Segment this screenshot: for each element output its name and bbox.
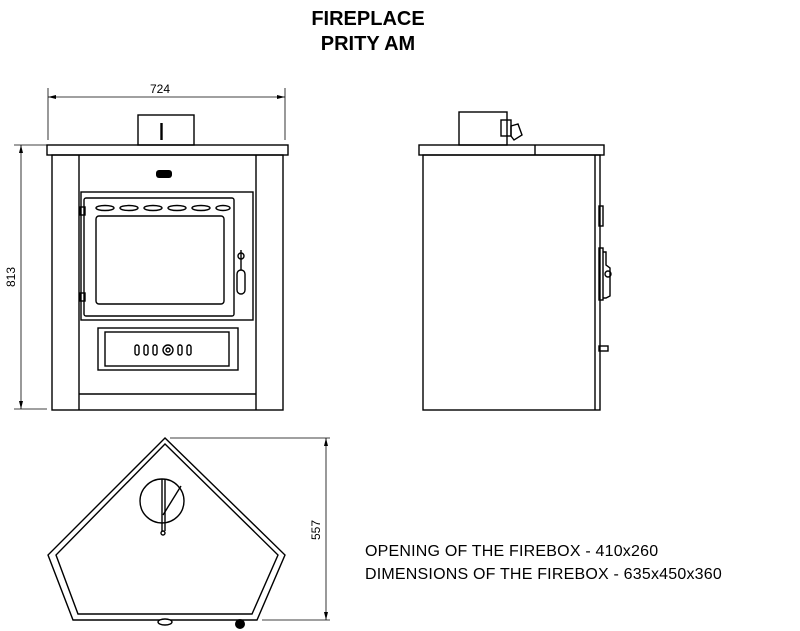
door (83, 197, 235, 317)
firebox-dimensions-note: DIMENSIONS OF THE FIREBOX - 635x450x360 (365, 566, 722, 583)
air-regulator (134, 344, 192, 356)
width-dimension-label: 724 (150, 82, 170, 96)
title-line-1: FIREPLACE (311, 8, 425, 30)
top-outline (47, 437, 286, 621)
side-handle (603, 251, 611, 299)
ash-drawer (104, 331, 230, 367)
control-badge (156, 170, 172, 178)
firebox-opening-note: OPENING OF THE FIREBOX - 410x260 (365, 543, 659, 560)
side-body (422, 154, 601, 411)
top-plate (46, 144, 289, 156)
depth-dimension-label: 557 (309, 520, 323, 540)
door-handle (236, 250, 246, 295)
height-dimension-label: 813 (4, 267, 18, 287)
ash-drawer-frame (97, 327, 239, 371)
door-glass (95, 215, 225, 305)
side-flue-pipe (458, 111, 508, 146)
side-top-plate (418, 144, 605, 156)
air-vents-top (95, 204, 231, 212)
front-view: 724 813 (4, 82, 289, 411)
stove-body (51, 154, 284, 411)
side-view (418, 111, 612, 411)
title-line-2: PRITY AM (320, 33, 416, 55)
flue-pipe (137, 114, 195, 146)
top-view: 557 (47, 437, 330, 629)
door-frame (80, 191, 254, 321)
